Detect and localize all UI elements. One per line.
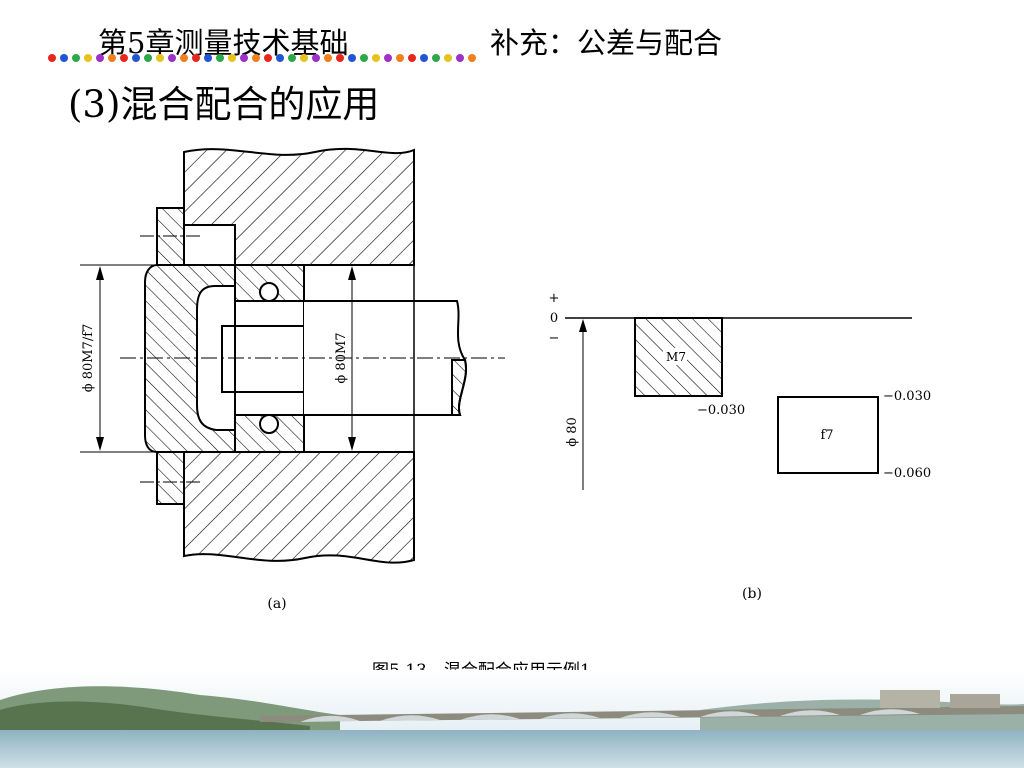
decorative-dot bbox=[372, 54, 380, 62]
decorative-dot bbox=[84, 54, 92, 62]
section-title: (3)混合配合的应用 bbox=[68, 83, 380, 126]
decorative-dot bbox=[60, 54, 68, 62]
dimension-arrow bbox=[579, 319, 587, 332]
decorative-dot bbox=[396, 54, 404, 62]
decorative-dot bbox=[216, 54, 224, 62]
shaft-tolerance-zone-f7 bbox=[777, 396, 879, 474]
decorative-dot bbox=[144, 54, 152, 62]
shaft-lower-deviation: −0.060 bbox=[883, 466, 931, 481]
decorative-dot bbox=[96, 54, 104, 62]
decorative-dot bbox=[288, 54, 296, 62]
decorative-dot bbox=[264, 54, 272, 62]
decorative-dot bbox=[252, 54, 260, 62]
shaft-upper-deviation: −0.030 bbox=[883, 389, 931, 404]
decorative-dot bbox=[240, 54, 248, 62]
decorative-dot bbox=[156, 54, 164, 62]
figure-a-label: (a) bbox=[267, 596, 286, 612]
decorative-dot bbox=[204, 54, 212, 62]
figure-5-13: ϕ 80M7/f7 ϕ 80M7 (a) + 0 − ϕ 80 M7 −0.03… bbox=[80, 147, 931, 612]
decorative-dot bbox=[180, 54, 188, 62]
decorative-dot-row bbox=[48, 54, 476, 62]
decorative-dot bbox=[444, 54, 452, 62]
decorative-dot bbox=[72, 54, 80, 62]
shaft-zone-label: f7 bbox=[820, 428, 833, 443]
decorative-dot bbox=[384, 54, 392, 62]
minus-sign: − bbox=[549, 331, 560, 346]
zero-label: 0 bbox=[550, 311, 558, 326]
supplement-title: 补充：公差与配合 bbox=[490, 26, 723, 60]
decorative-dot bbox=[120, 54, 128, 62]
decorative-dot bbox=[192, 54, 200, 62]
decorative-dot bbox=[432, 54, 440, 62]
bridge-landscape-banner bbox=[0, 670, 1024, 768]
decorative-dot bbox=[300, 54, 308, 62]
chapter-title: 第5章测量技术基础 bbox=[98, 26, 349, 60]
decorative-dot bbox=[168, 54, 176, 62]
decorative-dot bbox=[360, 54, 368, 62]
figure-a-drawing bbox=[80, 147, 505, 564]
decorative-dot bbox=[456, 54, 464, 62]
decorative-dot bbox=[408, 54, 416, 62]
plus-sign: + bbox=[549, 291, 560, 306]
decorative-dot bbox=[324, 54, 332, 62]
decorative-dot bbox=[312, 54, 320, 62]
decorative-dot bbox=[348, 54, 356, 62]
decorative-dot bbox=[228, 54, 236, 62]
hole-zone-label: M7 bbox=[666, 350, 686, 364]
decorative-dot bbox=[336, 54, 344, 62]
dim-label-inner: ϕ 80M7 bbox=[334, 332, 349, 383]
decorative-dot bbox=[132, 54, 140, 62]
hole-lower-deviation: −0.030 bbox=[697, 403, 745, 418]
m7-label-bg bbox=[663, 348, 687, 365]
figure-a-arrows bbox=[96, 266, 356, 451]
basic-size-label: ϕ 80 bbox=[565, 417, 580, 447]
dim-label-outer: ϕ 80M7/f7 bbox=[81, 324, 96, 393]
decorative-dot bbox=[108, 54, 116, 62]
decorative-dot bbox=[420, 54, 428, 62]
figure-b-label: (b) bbox=[742, 586, 762, 602]
decorative-dot bbox=[276, 54, 284, 62]
decorative-dot bbox=[468, 54, 476, 62]
decorative-dot bbox=[48, 54, 56, 62]
